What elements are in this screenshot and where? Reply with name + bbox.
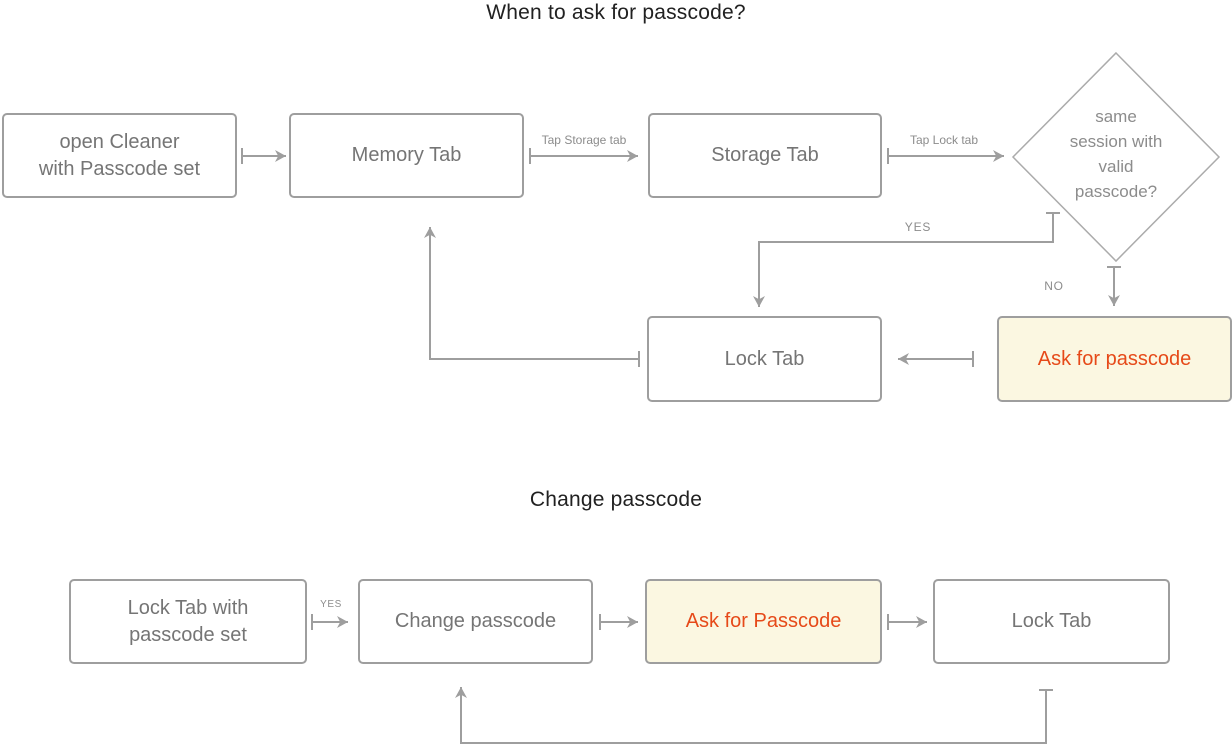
node-memory-tab: Memory Tab: [289, 113, 524, 198]
connector-decision-yes-to-lock: [759, 212, 1060, 307]
node-lock-tab-top: Lock Tab: [647, 316, 882, 402]
edge-label-yes-bottom: YES: [320, 599, 342, 610]
decision-diamond: [1011, 51, 1221, 263]
edge-label-yes-top: YES: [904, 220, 932, 234]
node-ask-for-passcode-top-label: Ask for passcode: [1037, 347, 1192, 370]
node-lock-tab-with-passcode-set-label: Lock Tab with passcode set: [127, 597, 249, 646]
node-open-cleaner: open Cleaner with Passcode set: [2, 113, 237, 198]
node-lock-tab-with-passcode-set: Lock Tab with passcode set: [69, 579, 307, 664]
node-memory-tab-label: Memory Tab: [351, 144, 462, 167]
connector-ask-to-lock-bottom: [887, 614, 927, 630]
node-change-passcode: Change passcode: [358, 579, 593, 664]
node-storage-tab-label: Storage Tab: [711, 144, 819, 167]
node-ask-for-passcode-bottom-label: Ask for Passcode: [685, 610, 842, 633]
connector-ask-to-lock: [898, 351, 974, 367]
node-storage-tab: Storage Tab: [648, 113, 882, 198]
node-change-passcode-label: Change passcode: [394, 610, 557, 633]
node-ask-for-passcode-top: Ask for passcode: [997, 316, 1232, 402]
connector-lockset-to-change: [311, 614, 348, 630]
bottom-chart-title: Change passcode: [529, 488, 703, 511]
connector-lock-to-change-loop: [461, 687, 1053, 744]
connector-storage-to-decision: [887, 148, 1004, 164]
node-lock-tab-bottom: Lock Tab: [933, 579, 1170, 664]
edge-label-no: NO: [1044, 279, 1064, 293]
edge-label-tap-storage-tab: Tap Storage tab: [541, 133, 627, 147]
node-open-cleaner-label: open Cleaner with Passcode set: [38, 131, 201, 180]
node-lock-tab-top-label: Lock Tab: [724, 347, 805, 370]
node-lock-tab-bottom-label: Lock Tab: [1011, 610, 1092, 633]
decision-diamond-label: same session with valid passcode?: [1069, 107, 1163, 201]
connector-memory-to-storage: [529, 148, 638, 164]
connector-lock-to-memory-loop: [430, 227, 640, 367]
connector-open-to-memory: [241, 148, 286, 164]
top-chart-title: When to ask for passcode?: [486, 1, 746, 24]
edge-label-tap-lock-tab: Tap Lock tab: [909, 133, 979, 147]
connector-decision-no-to-ask: [1107, 266, 1121, 306]
connector-change-to-ask: [599, 614, 638, 630]
node-ask-for-passcode-bottom: Ask for Passcode: [645, 579, 882, 664]
